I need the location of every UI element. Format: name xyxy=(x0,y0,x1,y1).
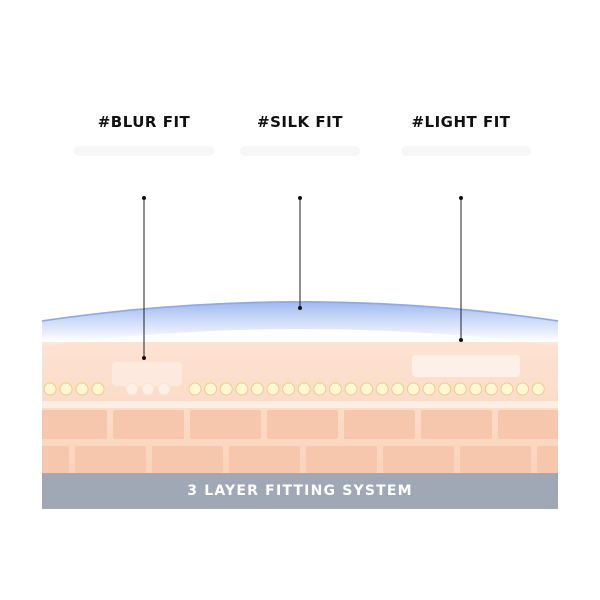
pearl xyxy=(484,382,498,396)
pearl xyxy=(250,382,264,396)
silk-fit-caption-placeholder xyxy=(240,146,360,156)
footer-title: 3 LAYER FITTING SYSTEM xyxy=(187,483,413,499)
pearl xyxy=(469,382,483,396)
blur-fit-caption-placeholder xyxy=(74,146,214,156)
pearl xyxy=(75,382,89,396)
silk-fit-label: #SILK FIT xyxy=(257,113,343,131)
pearl xyxy=(438,382,452,396)
skin-cell-brick xyxy=(267,410,338,439)
light-fit-caption-placeholder xyxy=(401,146,531,156)
film-coat-layer xyxy=(42,301,558,346)
pearl xyxy=(422,382,436,396)
blur-fit-label: #BLUR FIT xyxy=(97,113,191,131)
skin-cell-brick xyxy=(537,446,558,473)
mortar-band xyxy=(42,401,558,408)
blur-highlight-patch xyxy=(112,362,182,386)
light-fit-indicator xyxy=(459,196,463,342)
pearl xyxy=(516,382,530,396)
pearl xyxy=(344,382,358,396)
pearl xyxy=(391,382,405,396)
light-fit-label: #LIGHT FIT xyxy=(411,113,511,131)
skin-cell-brick xyxy=(113,410,184,439)
skin-cell-brick xyxy=(42,410,107,439)
skin-cell-brick xyxy=(190,410,261,439)
pearl xyxy=(59,382,73,396)
pearl xyxy=(375,382,389,396)
footer-bar: 3 LAYER FITTING SYSTEM xyxy=(42,473,558,509)
light-highlight-patch xyxy=(412,355,520,377)
skin-cell-brick xyxy=(498,410,558,439)
skin-cell-brick xyxy=(229,446,300,473)
skin-cell-brick xyxy=(42,446,69,473)
skin-cell-brick xyxy=(383,446,454,473)
pearl xyxy=(297,382,311,396)
pearl xyxy=(157,382,171,396)
skin-cell-brick xyxy=(344,410,415,439)
pearl xyxy=(266,382,280,396)
pearl xyxy=(531,382,545,396)
skin-cell-brick xyxy=(152,446,223,473)
pearl xyxy=(188,382,202,396)
skin-cell-brick xyxy=(460,446,531,473)
blur-fit-indicator xyxy=(142,196,146,360)
skin-cell-brick xyxy=(421,410,492,439)
skin-cell-brick xyxy=(306,446,377,473)
pearl xyxy=(235,382,249,396)
pearl xyxy=(204,382,218,396)
pearl xyxy=(406,382,420,396)
pearl xyxy=(313,382,327,396)
pearl xyxy=(500,382,514,396)
pearl xyxy=(91,382,105,396)
pearl xyxy=(43,382,57,396)
silk-fit-indicator xyxy=(298,196,302,310)
brick-layer xyxy=(42,410,558,473)
pearl xyxy=(282,382,296,396)
pearl xyxy=(125,382,139,396)
pearl xyxy=(219,382,233,396)
skin-cell-brick xyxy=(75,446,146,473)
pearl-row xyxy=(43,382,545,396)
pearl xyxy=(141,382,155,396)
pearl xyxy=(453,382,467,396)
pearl xyxy=(328,382,342,396)
pearl xyxy=(360,382,374,396)
